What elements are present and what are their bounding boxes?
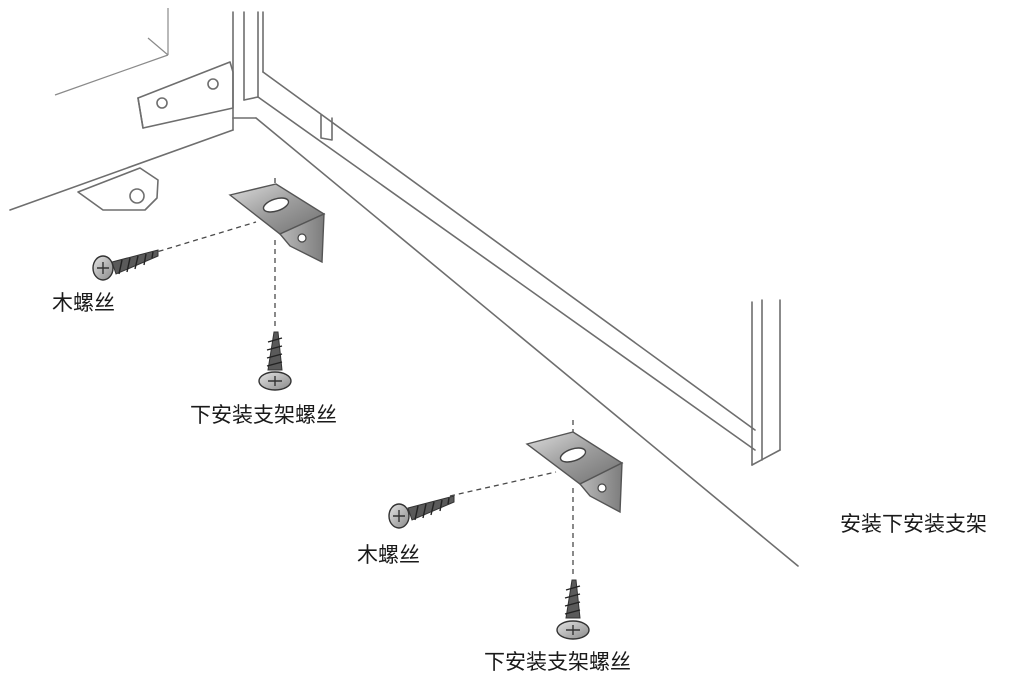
- upper-bracket-assembly: [92, 178, 326, 391]
- wood-screw-icon: [92, 249, 159, 281]
- diagram-caption: 安装下安装支架: [840, 512, 987, 536]
- bracket-screw-icon: [258, 331, 292, 391]
- bracket-screw-label: 下安装支架螺丝: [190, 403, 337, 427]
- wood-screw-icon: [388, 495, 455, 529]
- bracket-screw-label: 下安装支架螺丝: [484, 650, 631, 674]
- bracket-screw-icon: [556, 579, 590, 640]
- lower-bracket-assembly: [388, 420, 624, 640]
- wood-screw-label: 木螺丝: [52, 291, 115, 315]
- cabinet-outline: [9, 8, 799, 567]
- wood-screw-label: 木螺丝: [357, 543, 420, 567]
